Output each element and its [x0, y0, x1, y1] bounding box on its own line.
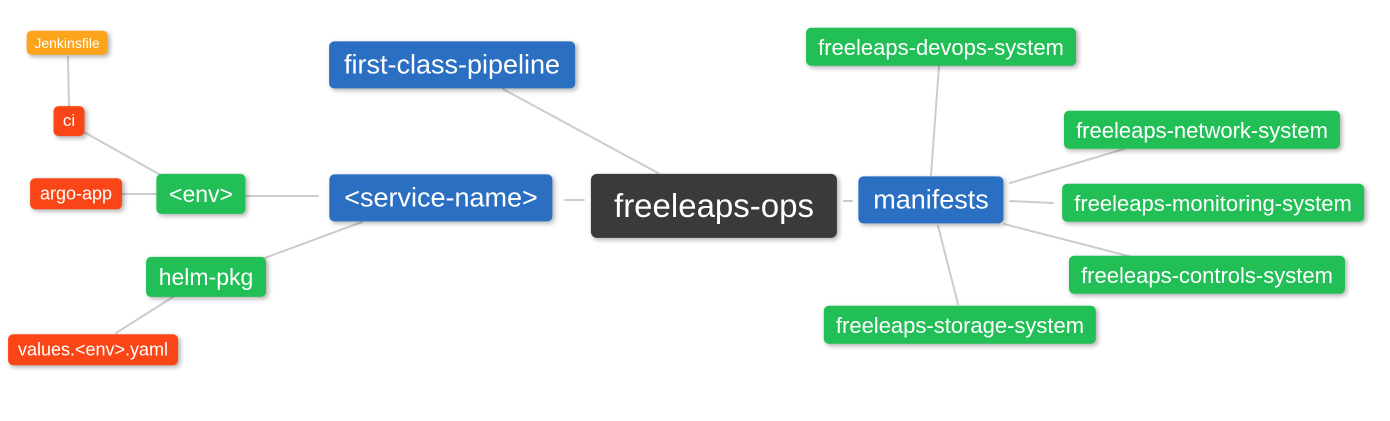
node-helm-pkg[interactable]: helm-pkg: [146, 256, 266, 298]
node-argo-app[interactable]: argo-app: [30, 178, 122, 210]
node-freeleaps-ops[interactable]: freeleaps-ops: [590, 173, 838, 239]
node-values-env-yaml[interactable]: values.<env>.yaml: [8, 334, 178, 366]
node-freeleaps-monitoring-system[interactable]: freeleaps-monitoring-system: [1062, 183, 1364, 223]
edge-manifests-freeleaps-devops-system: [930, 65, 940, 176]
node-service-name[interactable]: <service-name>: [329, 174, 553, 222]
edge-manifests-freeleaps-storage-system: [937, 225, 959, 305]
edge-helm-pkg-values-env-yaml: [115, 294, 177, 334]
edge-first-class-pipeline-freeleaps-ops: [502, 88, 659, 174]
edge-manifests-freeleaps-controls-system: [1003, 223, 1137, 259]
edge-jenkinsfile-ci: [67, 56, 70, 107]
node-manifests[interactable]: manifests: [858, 176, 1004, 224]
node-jenkinsfile[interactable]: Jenkinsfile: [26, 30, 108, 56]
edge-manifests-freeleaps-monitoring-system: [1009, 200, 1054, 204]
edge-service-name-helm-pkg: [261, 221, 363, 260]
node-ci[interactable]: ci: [53, 106, 85, 136]
node-freeleaps-devops-system[interactable]: freeleaps-devops-system: [806, 27, 1076, 67]
node-env[interactable]: <env>: [156, 173, 246, 215]
node-freeleaps-controls-system[interactable]: freeleaps-controls-system: [1068, 255, 1346, 295]
node-freeleaps-network-system[interactable]: freeleaps-network-system: [1063, 110, 1341, 150]
node-first-class-pipeline[interactable]: first-class-pipeline: [329, 41, 575, 89]
edge-manifests-freeleaps-network-system: [1009, 148, 1125, 184]
edge-ci-env: [83, 131, 165, 178]
node-freeleaps-storage-system[interactable]: freeleaps-storage-system: [823, 305, 1097, 345]
